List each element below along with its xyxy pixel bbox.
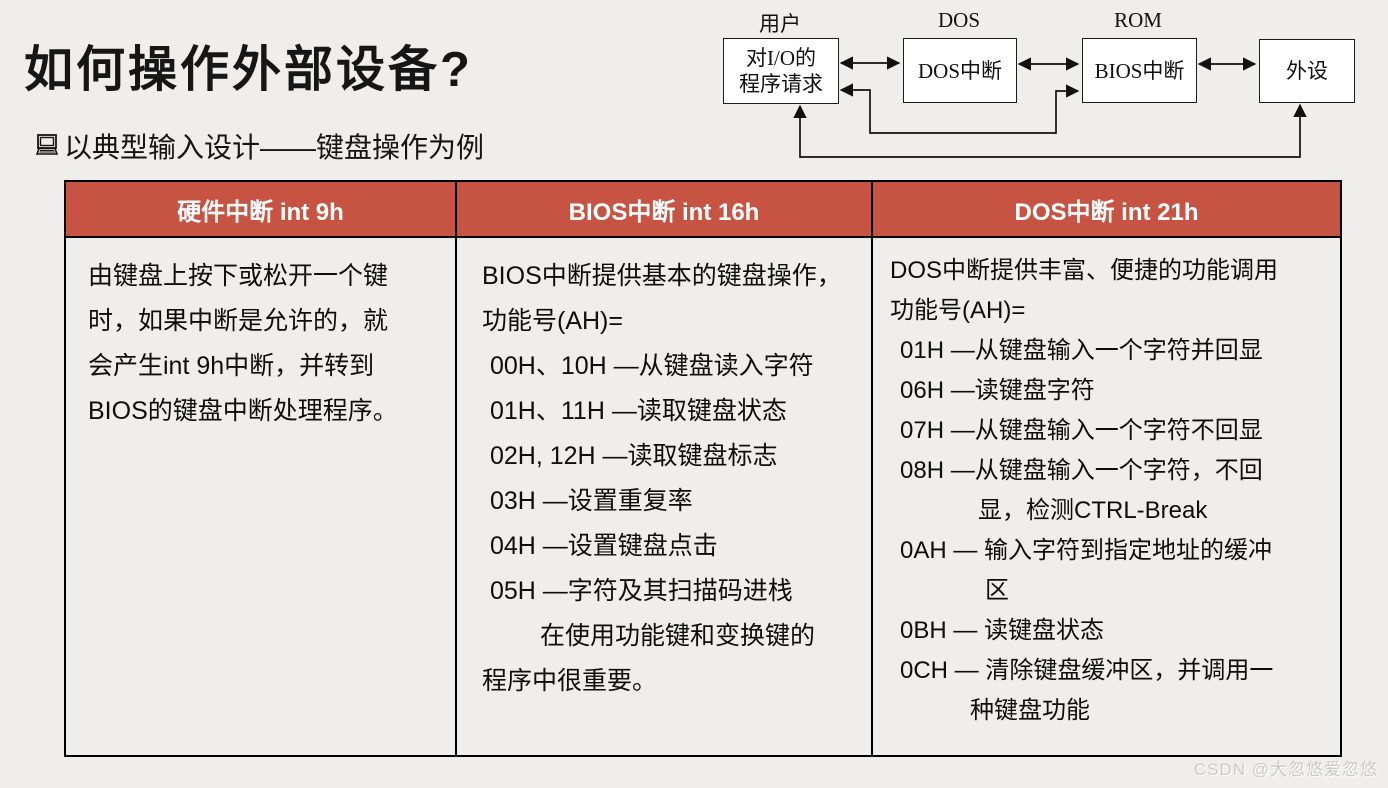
cell-line: DOS中断提供丰富、便捷的功能调用 (890, 257, 1279, 284)
cell-line: 03H —设置重复率 (490, 487, 693, 515)
cell-line: 01H、11H —读取键盘状态 (490, 397, 787, 425)
cell-line: 07H —从键盘输入一个字符不回显 (900, 417, 1263, 444)
io-request-line2: 程序请求 (739, 72, 823, 96)
cell-line: 04H —设置键盘点击 (490, 532, 718, 560)
cell-line: 时，如果中断是允许的，就 (88, 307, 389, 335)
table-cell-bios-int16h: BIOS中断提供基本的键盘操作， 功能号(AH)= 00H、10H —从键盘读入… (457, 238, 873, 755)
diagram-box-dos-interrupt: DOS中断 (903, 38, 1017, 103)
diagram-label-rom: ROM (1114, 8, 1162, 32)
peripheral-label: 外设 (1286, 59, 1328, 83)
cell-line: 02H, 12H —读取键盘标志 (490, 442, 778, 470)
diagram-box-bios-interrupt: BIOS中断 (1082, 38, 1197, 103)
cell-line: 显，检测CTRL-Break (978, 497, 1208, 524)
cell-line: 功能号(AH)= (482, 307, 623, 335)
bios-interrupt-label: BIOS中断 (1094, 58, 1185, 83)
diagram-label-dos: DOS (937, 8, 980, 32)
cell-line: 由键盘上按下或松开一个键 (88, 262, 389, 290)
cell-line: 0AH — 输入字符到指定地址的缓冲 (900, 537, 1273, 564)
subtitle: 以典型输入设计——键盘操作为例 (34, 126, 484, 166)
cell-line: 08H —从键盘输入一个字符，不回 (900, 457, 1263, 484)
cell-line: 功能号(AH)= (890, 297, 1026, 324)
diagram-box-io-request: 对I/O的 程序请求 (723, 38, 839, 104)
table-cell-dos-int21h: DOS中断提供丰富、便捷的功能调用 功能号(AH)= 01H —从键盘输入一个字… (873, 238, 1340, 755)
table-header-hardware-int9h: 硬件中断 int 9h (66, 182, 457, 238)
interrupt-table: 硬件中断 int 9h BIOS中断 int 16h DOS中断 int 21h… (64, 180, 1342, 757)
cell-line: 区 (985, 577, 1009, 604)
cell-line: 00H、10H —从键盘读入字符 (490, 352, 814, 380)
cell-line: 0CH — 清除键盘缓冲区，并调用一 (900, 657, 1274, 684)
table-header-dos-int21h: DOS中断 int 21h (873, 182, 1340, 238)
subtitle-text: 以典型输入设计——键盘操作为例 (64, 132, 485, 163)
cell-line: BIOS的键盘中断处理程序。 (88, 397, 398, 425)
cell-line: 会产生int 9h中断，并转到 (88, 352, 375, 380)
cell-line: 程序中很重要。 (482, 667, 658, 695)
watermark: CSDN @大忽悠爱忽悠 (1193, 760, 1378, 779)
cell-line: 05H —字符及其扫描码进栈 (490, 577, 793, 605)
table-cell-hardware-int9h: 由键盘上按下或松开一个键 时，如果中断是允许的，就 会产生int 9h中断，并转… (66, 238, 457, 755)
diagram-box-peripheral: 外设 (1259, 39, 1355, 103)
table-header-bios-int16h: BIOS中断 int 16h (457, 182, 873, 238)
diagram-arrows (793, 56, 1307, 158)
io-flow-diagram: 用户 DOS ROM 对I/O的 程序请求 DOS中断 BIOS中断 外设 (690, 0, 1388, 175)
cell-line: 06H —读键盘字符 (900, 377, 1095, 404)
io-request-line1: 对I/O的 (746, 46, 816, 70)
cell-line: 0BH — 读键盘状态 (900, 617, 1105, 644)
cell-line: 在使用功能键和变换键的 (540, 622, 816, 650)
computer-icon (35, 134, 59, 155)
cell-line: 种键盘功能 (970, 697, 1090, 724)
dos-interrupt-label: DOS中断 (917, 58, 1002, 83)
cell-line: BIOS中断提供基本的键盘操作， (482, 262, 842, 290)
cell-line: 01H —从键盘输入一个字符并回显 (900, 337, 1263, 364)
page-title: 如何操作外部设备? (24, 43, 473, 97)
diagram-label-user: 用户 (759, 12, 801, 36)
